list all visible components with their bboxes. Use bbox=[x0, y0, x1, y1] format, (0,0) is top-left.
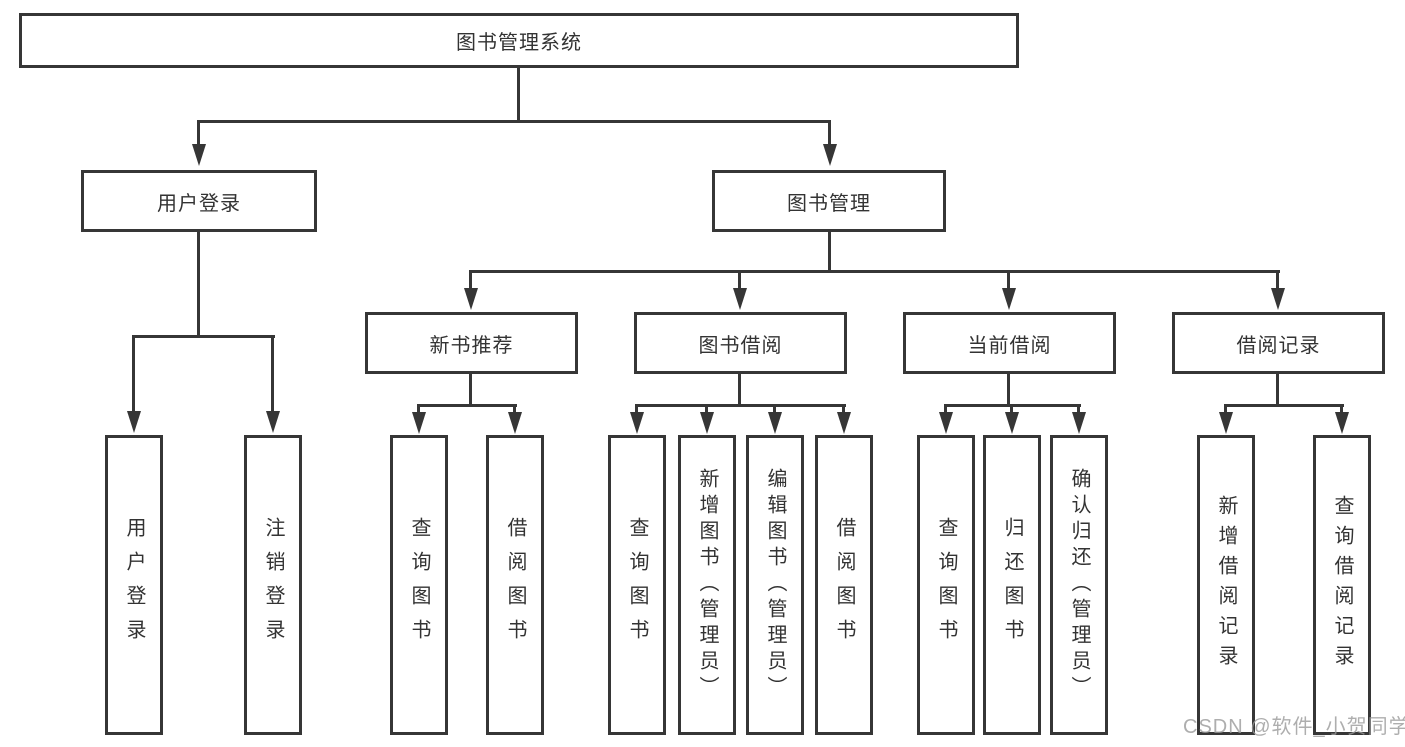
arrow-down-icon bbox=[1072, 412, 1086, 434]
connector-arrow-shaft bbox=[738, 270, 741, 292]
connector-arrow-shaft bbox=[944, 404, 947, 416]
leaf-return-books: 归还图书 bbox=[983, 435, 1041, 735]
node-borrow-record: 借阅记录 bbox=[1172, 312, 1385, 374]
connector-newbook-drop bbox=[469, 374, 472, 406]
leaf-query-books-2: 查询图书 bbox=[608, 435, 666, 735]
connector-arrow-shaft bbox=[271, 335, 274, 413]
connector-mgmt-drop bbox=[828, 232, 831, 272]
arrow-down-icon bbox=[939, 412, 953, 434]
arrow-down-icon bbox=[508, 412, 522, 434]
csdn-watermark: CSDN @软件_小贺同学 bbox=[1183, 716, 1405, 738]
leaf-logout: 注销登录 bbox=[244, 435, 302, 735]
connector-current-drop bbox=[1007, 374, 1010, 406]
connector-borrow-drop bbox=[738, 374, 741, 406]
connector-user-bar bbox=[132, 335, 275, 338]
leaf-query-books-1: 查询图书 bbox=[390, 435, 448, 735]
node-new-book-recommend: 新书推荐 bbox=[365, 312, 578, 374]
node-current-borrow: 当前借阅 bbox=[903, 312, 1116, 374]
arrow-down-icon bbox=[1335, 412, 1349, 434]
connector-arrow-shaft bbox=[197, 120, 200, 146]
arrow-down-icon bbox=[733, 288, 747, 310]
connector-arrow-shaft bbox=[828, 120, 831, 146]
connector-arrow-shaft bbox=[469, 270, 472, 292]
connector-arrow-shaft bbox=[1010, 404, 1013, 416]
connector-borrow-bar bbox=[635, 404, 846, 407]
arrow-down-icon bbox=[192, 144, 206, 166]
arrow-down-icon bbox=[768, 412, 782, 434]
connector-level3-bar bbox=[469, 270, 1280, 273]
connector-arrow-shaft bbox=[1340, 404, 1343, 416]
leaf-query-books-3: 查询图书 bbox=[917, 435, 975, 735]
connector-arrow-shaft bbox=[635, 404, 638, 416]
leaf-borrow-books-2: 借阅图书 bbox=[815, 435, 873, 735]
arrow-down-icon bbox=[1271, 288, 1285, 310]
leaf-borrow-books-1: 借阅图书 bbox=[486, 435, 544, 735]
arrow-down-icon bbox=[266, 411, 280, 433]
leaf-user-login: 用户登录 bbox=[105, 435, 163, 735]
arrow-down-icon bbox=[464, 288, 478, 310]
connector-newbook-bar bbox=[417, 404, 517, 407]
arrow-down-icon bbox=[823, 144, 837, 166]
arrow-down-icon bbox=[630, 412, 644, 434]
node-book-management: 图书管理 bbox=[712, 170, 946, 232]
node-library-management-system: 图书管理系统 bbox=[19, 13, 1019, 68]
connector-arrow-shaft bbox=[1007, 270, 1010, 292]
connector-arrow-shaft bbox=[1276, 270, 1279, 292]
leaf-edit-books-admin: 编辑图书（管理员） bbox=[746, 435, 804, 735]
connector-level1-bar bbox=[197, 120, 831, 123]
connector-arrow-shaft bbox=[417, 404, 420, 416]
node-user-login: 用户登录 bbox=[81, 170, 317, 232]
leaf-add-books-admin: 新增图书（管理员） bbox=[678, 435, 736, 735]
arrow-down-icon bbox=[127, 411, 141, 433]
connector-arrow-shaft bbox=[842, 404, 845, 416]
connector-arrow-shaft bbox=[513, 404, 516, 416]
leaf-query-borrow-record: 查询借阅记录 bbox=[1313, 435, 1371, 735]
leaf-confirm-return-admin: 确认归还（管理员） bbox=[1050, 435, 1108, 735]
connector-arrow-shaft bbox=[1077, 404, 1080, 416]
node-book-borrow: 图书借阅 bbox=[634, 312, 847, 374]
connector-arrow-shaft bbox=[132, 335, 135, 413]
connector-record-bar bbox=[1224, 404, 1344, 407]
arrow-down-icon bbox=[837, 412, 851, 434]
arrow-down-icon bbox=[1002, 288, 1016, 310]
arrow-down-icon bbox=[700, 412, 714, 434]
arrow-down-icon bbox=[1219, 412, 1233, 434]
arrow-down-icon bbox=[1005, 412, 1019, 434]
connector-arrow-shaft bbox=[705, 404, 708, 416]
arrow-down-icon bbox=[412, 412, 426, 434]
connector-user-drop bbox=[197, 232, 200, 337]
connector-root-drop bbox=[517, 68, 520, 120]
connector-record-drop bbox=[1276, 374, 1279, 406]
leaf-add-borrow-record: 新增借阅记录 bbox=[1197, 435, 1255, 735]
connector-arrow-shaft bbox=[773, 404, 776, 416]
connector-arrow-shaft bbox=[1224, 404, 1227, 416]
